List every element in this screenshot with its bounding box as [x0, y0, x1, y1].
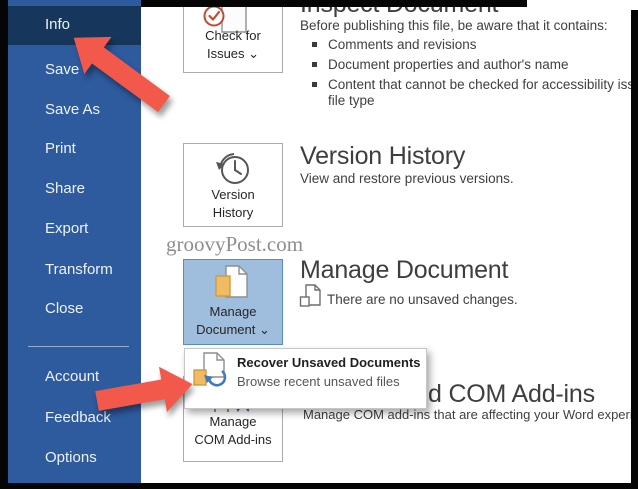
- screenshot-border-top: [141, 0, 527, 7]
- check-for-issues-label-1: Check for: [205, 28, 261, 43]
- version-history-title: Version History: [300, 142, 466, 170]
- screenshot-border-bottom: [0, 483, 638, 489]
- sidebar-item-save[interactable]: Save: [45, 61, 80, 78]
- inspect-bullet-1: Comments and revisions: [328, 37, 477, 52]
- backstage-sidebar: Info Save Save As Print Share Export Tra…: [8, 0, 141, 483]
- screenshot-border-right: [631, 10, 638, 489]
- bullet-marker: [312, 82, 317, 87]
- check-for-issues-label-2: Issues ⌄: [206, 46, 260, 61]
- sidebar-item-info[interactable]: Info: [45, 16, 71, 33]
- version-history-icon: [216, 153, 249, 184]
- inspect-bullet-2: Document properties and author's name: [328, 57, 569, 72]
- recover-unsaved-documents-label: Recover Unsaved Documents: [237, 355, 421, 370]
- sidebar-selected-highlight: [8, 6, 141, 45]
- manage-com-addins-label-2: COM Add-ins: [194, 432, 272, 447]
- check-for-issues-button[interactable]: Check for Issues ⌄: [183, 0, 283, 73]
- sidebar-item-print[interactable]: Print: [45, 140, 76, 157]
- sidebar-item-close[interactable]: Close: [45, 300, 84, 317]
- recover-unsaved-documents-item[interactable]: Recover Unsaved Documents Browse recent …: [185, 349, 426, 408]
- manage-document-label-2: Document ⌄: [196, 322, 270, 337]
- sidebar-item-options[interactable]: Options: [45, 449, 97, 466]
- recover-unsaved-documents-sublabel: Browse recent unsaved files: [237, 374, 400, 389]
- unsaved-changes-status: There are no unsaved changes.: [327, 292, 518, 307]
- inspect-bullet-3-line-2: file type: [328, 93, 375, 108]
- manage-com-addins-label-1: Manage: [209, 414, 257, 429]
- manage-document-button[interactable]: Manage Document ⌄: [183, 259, 283, 345]
- sidebar-item-feedback[interactable]: Feedback: [45, 409, 111, 426]
- version-history-label-1: Version: [211, 187, 255, 202]
- manage-document-dropdown: Recover Unsaved Documents Browse recent …: [184, 348, 427, 409]
- manage-document-label-1: Manage: [209, 304, 257, 319]
- sidebar-item-transform[interactable]: Transform: [45, 261, 113, 278]
- sidebar-divider: [28, 346, 129, 347]
- version-history-button[interactable]: Version History: [183, 143, 283, 227]
- sidebar-item-share[interactable]: Share: [45, 180, 86, 197]
- screenshot-border-left: [0, 0, 8, 489]
- com-addins-subtitle: Manage COM add-ins that are affecting yo…: [303, 407, 638, 422]
- inspect-intro-text: Before publishing this file, be aware th…: [300, 18, 608, 33]
- sidebar-item-save-as[interactable]: Save As: [45, 101, 101, 118]
- com-addins-title-visible: d COM Add-ins: [428, 380, 595, 408]
- groovypost-watermark: groovyPost.com: [166, 232, 304, 256]
- inspect-bullet-3-line-1: Content that cannot be checked for acces…: [328, 77, 638, 92]
- unsaved-changes-icon: [299, 284, 321, 307]
- version-history-subtitle: View and restore previous versions.: [300, 171, 514, 186]
- recover-unsaved-documents-icon: [193, 352, 227, 387]
- sidebar-item-account[interactable]: Account: [45, 368, 100, 385]
- bullet-marker: [312, 42, 317, 47]
- version-history-label-2: History: [212, 205, 254, 220]
- manage-document-title: Manage Document: [300, 256, 509, 284]
- manage-document-icon: [215, 265, 248, 298]
- sidebar-item-export[interactable]: Export: [45, 220, 89, 237]
- bullet-marker: [312, 62, 317, 67]
